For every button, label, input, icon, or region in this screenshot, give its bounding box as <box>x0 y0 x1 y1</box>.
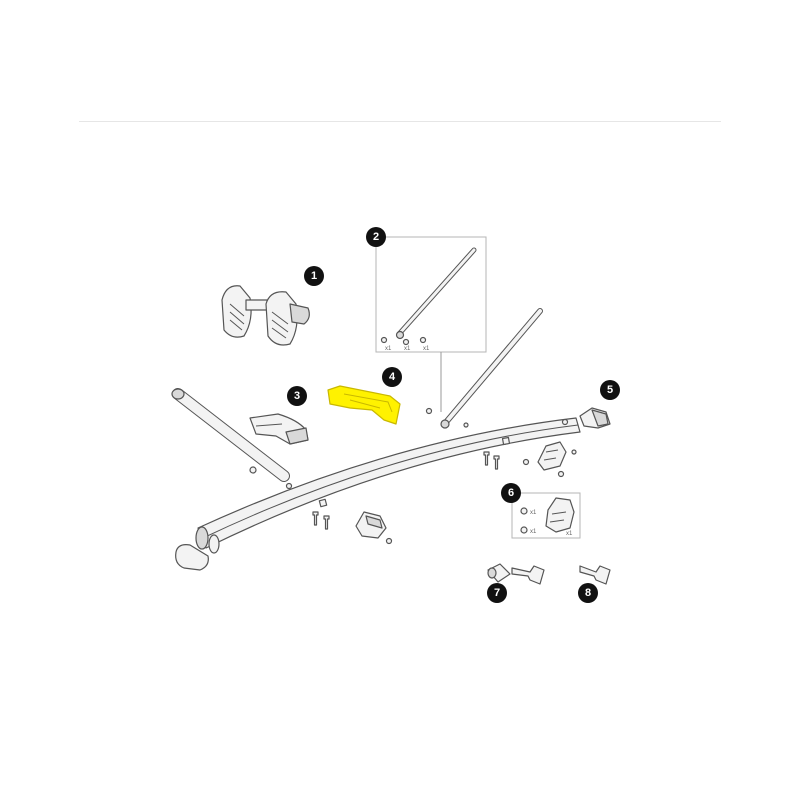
part-2-qty-2: x1 <box>404 346 411 352</box>
badge-6-label: 6 <box>508 487 514 499</box>
part-6-qty-3: x1 <box>566 531 573 537</box>
part-2-screw-1 <box>380 336 388 344</box>
part-6-screw <box>520 526 528 534</box>
badge-5-label: 5 <box>607 384 613 396</box>
badge-1-label: 1 <box>311 270 317 282</box>
rail-fitting-mid <box>501 436 511 446</box>
top-divider <box>79 121 721 122</box>
badge-8-label: 8 <box>585 587 591 599</box>
badge-5: 5 <box>600 380 620 400</box>
part-6-qty-2: x1 <box>530 529 537 535</box>
cross-rod-left-nut <box>285 482 293 490</box>
part-2-rod <box>395 247 477 340</box>
part-7-lock-cylinder <box>487 563 511 583</box>
part-6-box <box>511 492 581 539</box>
bolt-1 <box>483 451 490 466</box>
cross-rod-left <box>171 388 290 482</box>
strap-clamp-lower <box>355 511 387 539</box>
badge-2-label: 2 <box>373 231 379 243</box>
badge-3-label: 3 <box>294 390 300 402</box>
badge-3: 3 <box>287 386 307 406</box>
part-2-screw-3 <box>419 336 427 344</box>
part-8-key <box>579 565 611 585</box>
part-5-end-clip <box>579 407 611 429</box>
rail-fitting-left <box>318 498 328 508</box>
spoke-rod-right <box>440 308 543 429</box>
badge-2: 2 <box>366 227 386 247</box>
strap-clamp-right <box>537 441 567 471</box>
part-6-nut <box>520 507 528 515</box>
part-2-qty-1: x1 <box>385 346 392 352</box>
badge-6: 6 <box>501 483 521 503</box>
part-4-clamp-highlighted <box>327 385 401 425</box>
part-2-screw-2 <box>402 338 410 346</box>
badge-7-label: 7 <box>494 587 500 599</box>
washer-4 <box>571 449 577 455</box>
part-6-clamp <box>545 497 575 533</box>
badge-7: 7 <box>487 583 507 603</box>
part-2-box <box>375 236 487 353</box>
bolt-2 <box>493 455 500 470</box>
washer-3 <box>385 537 393 545</box>
cross-rod-left-screw <box>249 466 257 474</box>
part-5-bolt <box>561 418 569 426</box>
part-1-wheel-holder <box>221 285 310 346</box>
badge-4-label: 4 <box>389 371 396 383</box>
part-6-qty-1: x1 <box>530 510 537 516</box>
part-3-clamp <box>249 413 309 445</box>
part-2-qty-3: x1 <box>423 346 430 352</box>
rail-end-cap <box>175 544 209 571</box>
main-rail <box>195 417 581 554</box>
washer-2 <box>557 470 565 478</box>
badge-1: 1 <box>304 266 324 286</box>
washer-1 <box>522 458 530 466</box>
bolt-3 <box>312 511 319 526</box>
spoke-rod-screw <box>425 407 433 415</box>
spoke-rod-nut <box>463 422 469 428</box>
bolt-4 <box>323 515 330 530</box>
part-7-key <box>511 565 545 585</box>
badge-4: 4 <box>382 367 402 387</box>
badge-8: 8 <box>578 583 598 603</box>
